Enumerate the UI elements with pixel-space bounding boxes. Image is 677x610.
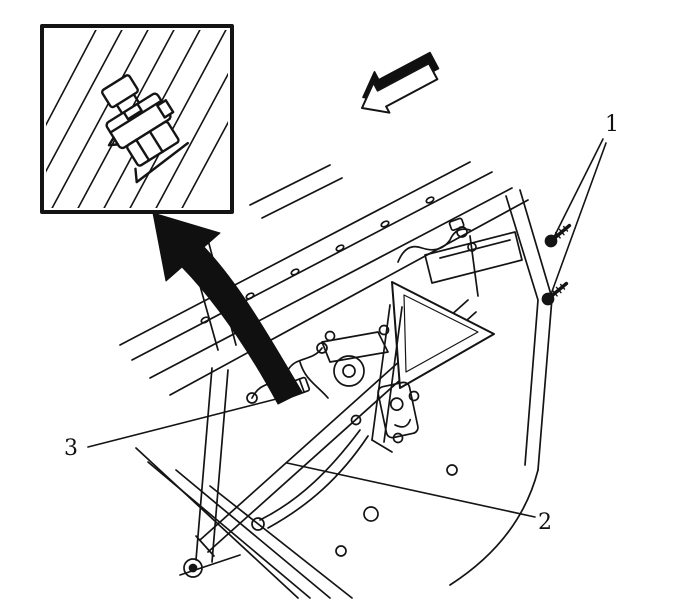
rivet-holes xyxy=(200,196,435,324)
leader-line-1b xyxy=(549,142,607,298)
triangle-bracket xyxy=(391,281,495,389)
door-latch-art xyxy=(377,381,419,439)
direction-arrow-icon xyxy=(361,51,440,114)
callout-label-3: 3 xyxy=(64,436,78,461)
leader-line-1a xyxy=(552,138,604,240)
fastener-screw-2 xyxy=(541,281,569,306)
magnify-arrow-icon xyxy=(152,212,303,405)
leader-lines xyxy=(87,138,607,518)
door-bracket xyxy=(424,231,523,297)
line-art-root xyxy=(40,24,607,599)
connector-detail-icon xyxy=(101,74,190,184)
callout-label-2: 2 xyxy=(538,510,552,535)
callout-label-1: 1 xyxy=(605,112,619,137)
leader-line-3 xyxy=(87,392,301,448)
inset-detail-box xyxy=(40,24,234,214)
door-frame-art xyxy=(119,161,553,599)
window-regulator-art xyxy=(251,304,420,531)
fastener-screw-1 xyxy=(544,223,572,248)
leader-line-2 xyxy=(286,462,536,518)
